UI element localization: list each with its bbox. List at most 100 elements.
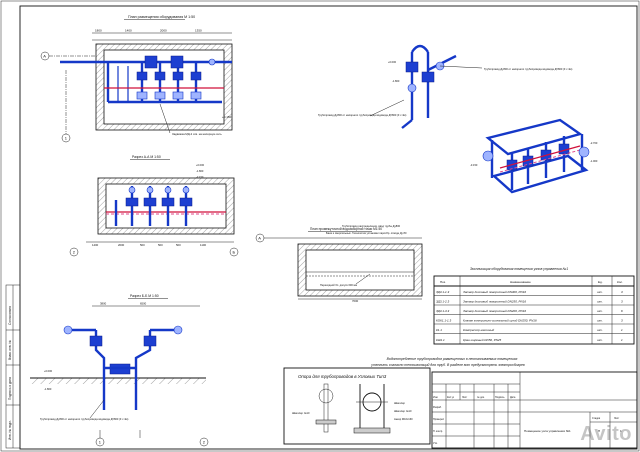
section-a-level-1: +0.000 (196, 163, 205, 167)
side-strip-2: Подпись и дата (8, 377, 12, 400)
stamp-col-0: Изм. (433, 396, 438, 399)
support-label-4: Швеллер (394, 401, 406, 405)
section-b-view: Разрез Б-Б М 1:50 3800 6500 +0.000 -1.80… (30, 294, 209, 447)
spec-cell: ЗД3.1-1.3 (436, 290, 450, 294)
side-strip-4: Согласовано (8, 306, 12, 325)
spec-cell: Затвор дисковый поворотный DN200, PN16 (463, 309, 526, 313)
spec-row-2: ЗД3.1-2.3 Затвор дисковый поворотный DN2… (434, 300, 634, 306)
section-b-level-2: -1.800 (44, 387, 52, 391)
stamp-role-1: Проверил (433, 418, 445, 421)
spec-cell: 6 (621, 309, 623, 313)
spec-row-3: ЗД3.1-3.3 Затвор дисковый поворотный DN2… (434, 309, 634, 315)
plan-dim-2: 2000 (160, 29, 167, 33)
chamber-dim-1: 7000 (352, 299, 359, 303)
spec-row-4: КОК1.1-1.3 Клапан контрольно-сигнальный … (434, 319, 634, 325)
side-strip-3: Взам. инв. № (8, 340, 12, 360)
spec-header-2: Ед. (598, 280, 603, 284)
plan-axis-1: 1 (65, 136, 68, 141)
section-b-title: Разрез Б-Б М 1:50 (130, 294, 159, 298)
chamber-note-2: Баня и сверлильных. Технология установки… (326, 231, 407, 235)
support-label-2: Швеллер №10 (394, 409, 412, 413)
plan-valve-2 (154, 71, 166, 81)
spec-header-1: Наименование (510, 280, 531, 284)
iso-level-2: -1.800 (392, 79, 400, 83)
support-detail: Опора для трубопроводов в Узловых Тип3 Ш… (283, 367, 431, 445)
title-block: Изм. Кол.уч Лист № док. Подпись Дата Раз… (431, 371, 638, 449)
support-title: Опора для трубопроводов в Узловых Тип3 (298, 374, 387, 379)
spec-cell: ЗД3.1-3.3 (436, 309, 450, 313)
spec-row-5: К1.1 Компрессор насосный шт. 1 (434, 328, 634, 334)
plan-dim-3: 1800 (95, 29, 102, 33)
plan-axis-a: А (43, 54, 46, 59)
spec-cell: ЗД3.1-2.3 (436, 300, 450, 304)
plan-title: План размещения оборудования М 1:50 (128, 15, 195, 19)
sheet-frame (19, 5, 638, 450)
section-a-level-3: -3.150 (196, 175, 204, 179)
stamp-col-5: Дата (510, 396, 516, 399)
spec-header-0: Поз. (440, 280, 446, 284)
spec-cell: К1.1 (436, 328, 442, 332)
spec-row-6: КШ1.1 Кран шаровый DN50, PN25 шт. 1 (436, 338, 623, 342)
avito-watermark: Avito (580, 423, 632, 445)
section-b-axis-1: 1 (99, 440, 102, 445)
chamber-title: План промежуточной водозаборной точки М1… (310, 227, 382, 231)
section-a-axis-b: Б (233, 250, 236, 255)
stamp-col-4: Подпись (495, 396, 505, 399)
stamp-col-1: Кол.уч (447, 396, 455, 399)
section-a-axis-2: 2 (73, 250, 76, 255)
stamp-sheet-num: 1 (620, 429, 622, 433)
spec-cell: Кран шаровый DN50, PN25 (463, 338, 502, 342)
section-a-dim-5: 500 (176, 243, 181, 247)
spec-row-1: ЗД3.1-1.3 Затвор дисковый поворотный DN3… (434, 290, 634, 296)
spec-cell: 3 (621, 300, 623, 304)
section-a-title: Разрез А-А М 1:50 (132, 155, 161, 159)
support-label-3: Анкер М16х160 (394, 417, 413, 421)
section-b-axis-2: 2 (203, 440, 206, 445)
stamp-sheet-num-label: Лист (614, 417, 620, 420)
iso-level-3: -3.150 (470, 163, 478, 167)
spec-table: Экспликация оборудования помещения узлов… (433, 267, 635, 345)
spec-cell: 3 (621, 290, 623, 294)
chamber-note-3: Переходной бл. допуск 600 мм (320, 283, 357, 287)
section-a-dim-4: 500 (158, 243, 163, 247)
chamber-note-1: Трубопровод распределения, ввод трубы Ду… (342, 224, 401, 228)
spec-cell: шт. (597, 300, 603, 304)
iso-note-top: Трубопровод Ду800 от напорного трубопров… (484, 67, 572, 71)
spec-cell: Затвор дисковый поворотный DN250, PN16 (463, 300, 526, 304)
spec-cell: 1 (621, 328, 623, 332)
section-b-level-1: +0.000 (44, 369, 53, 373)
section-b-note: Трубопровод Ду800 от напорного трубопров… (40, 417, 128, 421)
iso-level-1: +0.000 (388, 60, 397, 64)
plan-valve-4 (190, 71, 202, 81)
spec-cell: Клапан контрольно-сигнальный сухой DN250… (463, 319, 537, 323)
spec-cell: шт. (597, 290, 603, 294)
plan-dim-4: 1350 (195, 29, 202, 33)
side-strip-1: Инв. № подл. (8, 420, 12, 440)
chamber-axis-a: А (258, 236, 261, 241)
spec-title: Экспликация оборудования помещения узлов… (470, 267, 568, 271)
section-a-dim-2: 2000 (118, 243, 125, 247)
section-a-view: Разрез А-А М 1:50 +0.000 -1.800 -3.150 1… (69, 155, 239, 257)
spec-cell: шт. (597, 328, 603, 332)
stamp-role-3: Утв. (433, 442, 438, 445)
spec-cell: 1 (621, 338, 623, 342)
section-b-dim-2: 6500 (140, 302, 147, 306)
section-a-dim-1: 1400 (92, 243, 99, 247)
stamp-role-2: Н. контр. (433, 430, 443, 433)
iso-view: Трубопровод Ду800 от напорного трубопров… (318, 44, 598, 194)
section-a-dim-3: 500 (140, 243, 145, 247)
spec-cell: Затвор дисковый поворотный DN300, PN16 (463, 290, 526, 294)
iso-level-4: -2.700 (590, 141, 598, 145)
spec-cell: шт. (597, 319, 603, 323)
section-a-dim-6: 1100 (200, 243, 206, 247)
spec-cell: 3 (621, 319, 623, 323)
plan-valve-1 (136, 71, 148, 81)
section-b-dim-1: 3800 (100, 302, 107, 306)
plan-valve-3 (172, 71, 184, 81)
spec-cell: шт. (597, 309, 603, 313)
support-label-1: Швеллер №10 (292, 411, 310, 415)
stamp-col-3: № док. (477, 396, 485, 399)
bottom-note-2: утеплить согласно теплоизоляций для труб… (370, 363, 525, 367)
